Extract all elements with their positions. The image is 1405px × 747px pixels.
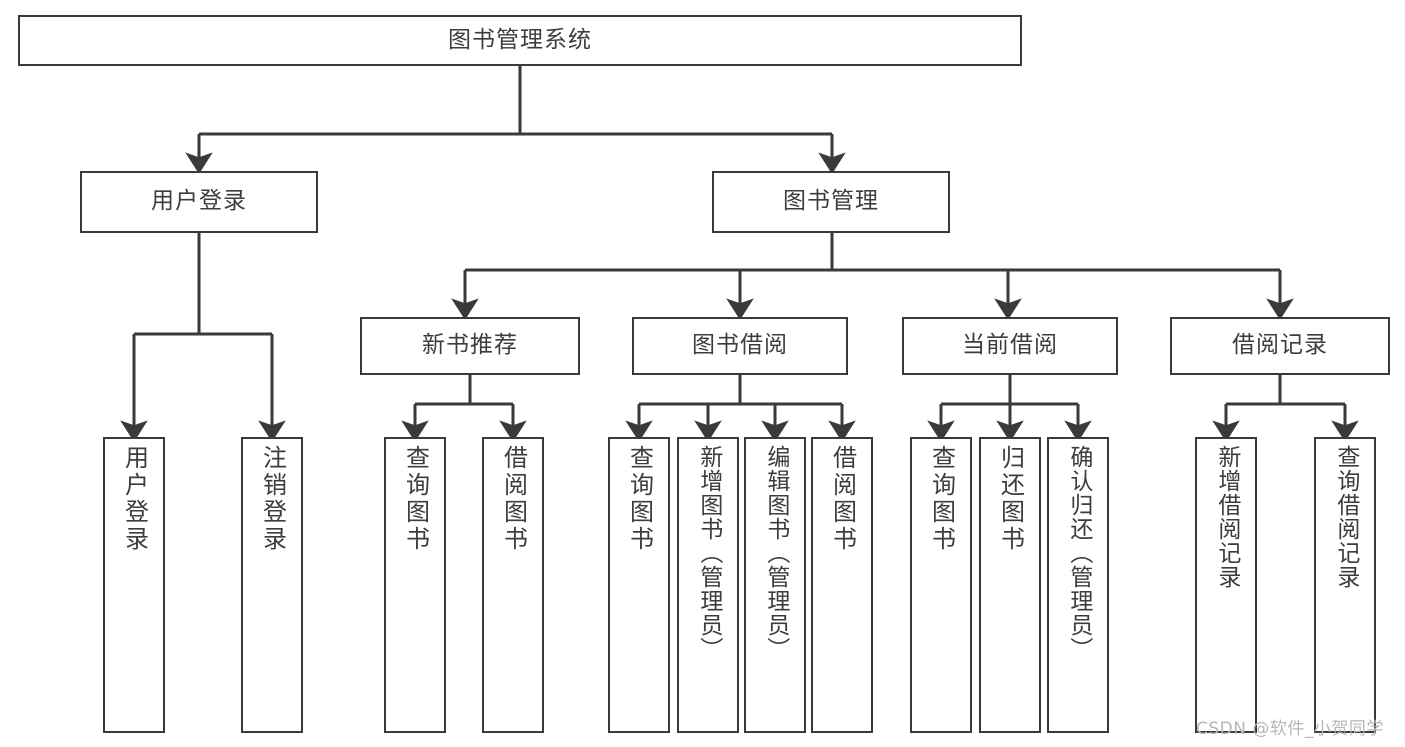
leaf-user-logout[interactable]: 注销登录 — [241, 437, 303, 733]
csdn-watermark: CSDN @软件_小贺同学 — [1196, 719, 1384, 739]
leaf-query-book-recommend[interactable]: 查询图书 — [384, 437, 446, 733]
node-label: 确认归还（管理员） — [1065, 445, 1092, 661]
leaf-return-book[interactable]: 归还图书 — [979, 437, 1041, 733]
node-label: 编辑图书（管理员） — [762, 445, 789, 661]
leaf-query-book-borrow[interactable]: 查询图书 — [608, 437, 670, 733]
leaf-edit-book-admin[interactable]: 编辑图书（管理员） — [744, 437, 806, 733]
node-label: 用户登录 — [151, 188, 247, 215]
node-label: 查询借阅记录 — [1332, 445, 1359, 589]
node-label: 查询图书 — [625, 445, 654, 553]
leaf-add-book-admin[interactable]: 新增图书（管理员） — [677, 437, 739, 733]
leaf-borrow-book[interactable]: 借阅图书 — [811, 437, 873, 733]
node-book-borrow[interactable]: 图书借阅 — [632, 317, 848, 375]
leaf-borrow-book-recommend[interactable]: 借阅图书 — [482, 437, 544, 733]
node-label: 新书推荐 — [422, 332, 518, 359]
leaf-query-borrow-record[interactable]: 查询借阅记录 — [1314, 437, 1376, 733]
leaf-user-login[interactable]: 用户登录 — [103, 437, 165, 733]
node-label: 新增借阅记录 — [1213, 445, 1240, 589]
node-label: 查询图书 — [401, 445, 430, 553]
node-label: 图书借阅 — [692, 332, 788, 359]
node-label: 图书管理 — [783, 188, 879, 215]
node-user-login[interactable]: 用户登录 — [80, 171, 318, 233]
leaf-query-book-current[interactable]: 查询图书 — [910, 437, 972, 733]
node-label: 当前借阅 — [962, 332, 1058, 359]
leaf-add-borrow-record[interactable]: 新增借阅记录 — [1195, 437, 1257, 733]
node-label: 查询图书 — [927, 445, 956, 553]
node-label: 注销登录 — [258, 445, 287, 553]
node-label: 借阅图书 — [828, 445, 857, 553]
node-label: 用户登录 — [120, 445, 149, 553]
leaf-confirm-return-admin[interactable]: 确认归还（管理员） — [1047, 437, 1109, 733]
node-label: 借阅记录 — [1232, 332, 1328, 359]
node-borrow-record[interactable]: 借阅记录 — [1170, 317, 1390, 375]
node-root-system[interactable]: 图书管理系统 — [18, 15, 1022, 66]
node-label: 归还图书 — [996, 445, 1025, 553]
node-label: 借阅图书 — [499, 445, 528, 553]
node-new-book-recommend[interactable]: 新书推荐 — [360, 317, 580, 375]
node-label: 新增图书（管理员） — [695, 445, 722, 661]
node-current-borrow[interactable]: 当前借阅 — [902, 317, 1118, 375]
node-book-management[interactable]: 图书管理 — [712, 171, 950, 233]
node-label: 图书管理系统 — [448, 26, 592, 53]
